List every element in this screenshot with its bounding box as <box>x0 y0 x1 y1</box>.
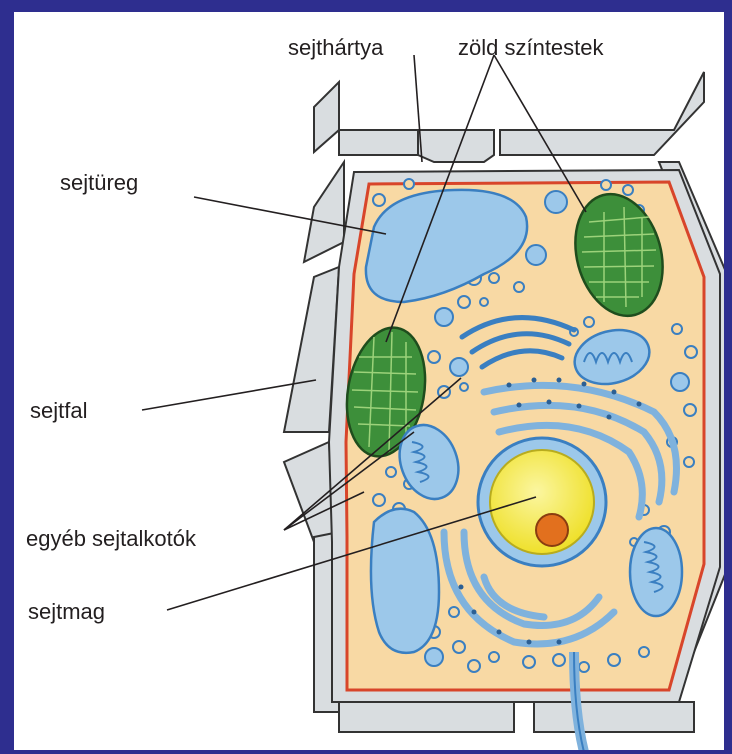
label-chloroplasts: zöld színtestek <box>458 35 605 60</box>
label-vacuole: sejtüreg <box>60 170 138 195</box>
label-nucleus: sejtmag <box>28 599 105 624</box>
label-cell-wall: sejtfal <box>30 398 87 423</box>
nucleolus <box>536 514 568 546</box>
label-organelles: egyéb sejtalkotók <box>26 526 197 551</box>
diagram-frame: sejthártya zöld színtestek sejtüreg sejt… <box>14 12 724 750</box>
mitochondrion-3 <box>630 528 682 616</box>
label-membrane: sejthártya <box>288 35 384 60</box>
plant-cell-diagram: sejthártya zöld színtestek sejtüreg sejt… <box>14 12 724 750</box>
